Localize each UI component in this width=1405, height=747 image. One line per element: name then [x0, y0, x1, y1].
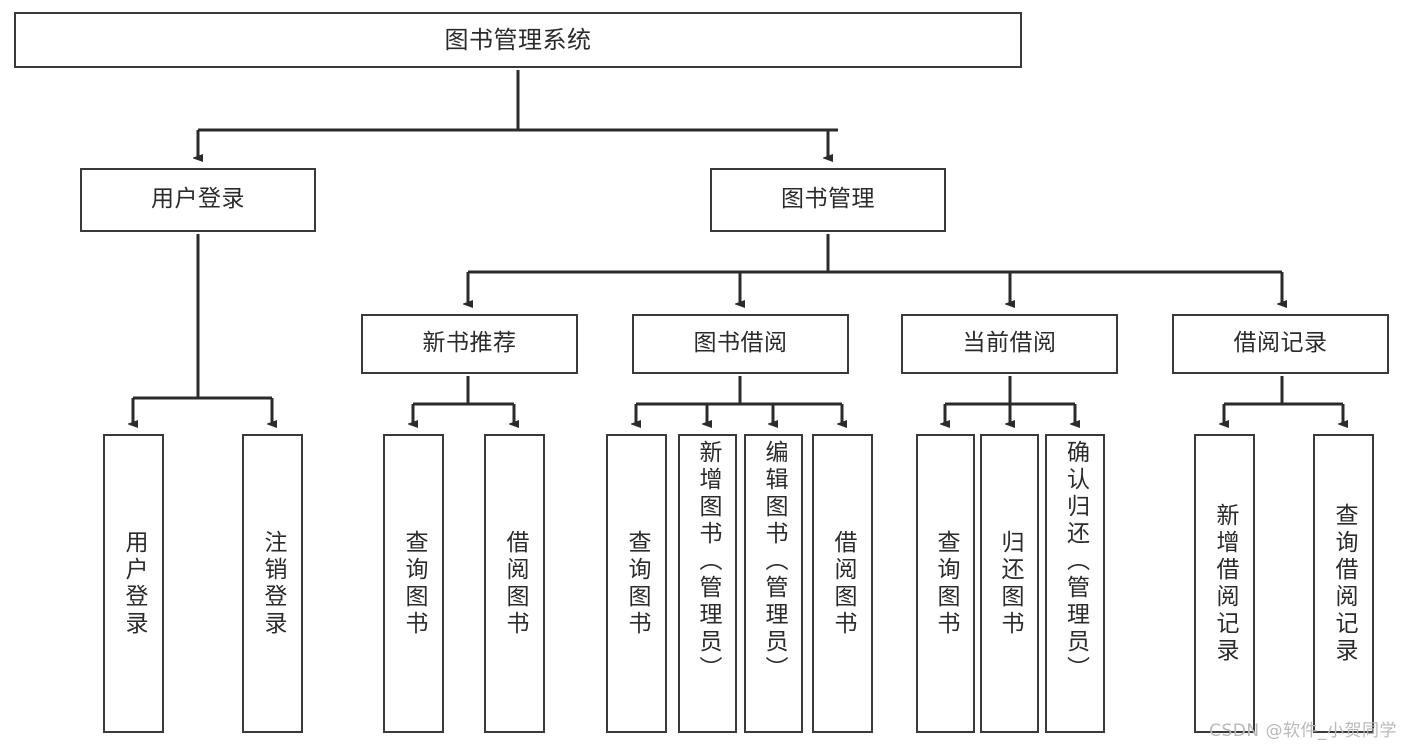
node-label: 借阅图书	[830, 529, 856, 638]
node-label: 确认归还（管理员）	[1062, 440, 1089, 683]
leaf-query-book-borrow[interactable]: 查询图书	[606, 434, 667, 733]
node-book-management[interactable]: 图书管理	[710, 168, 946, 232]
leaf-add-book-admin[interactable]: 新增图书（管理员）	[678, 434, 737, 733]
node-root-system[interactable]: 图书管理系统	[14, 12, 1022, 68]
node-label: 借阅图书	[502, 529, 528, 638]
node-label: 编辑图书（管理员）	[761, 440, 787, 683]
node-label: 用户登录	[121, 529, 147, 638]
node-label: 查询图书	[933, 529, 959, 638]
node-label: 图书管理	[781, 186, 875, 213]
node-label: 新书推荐	[422, 330, 517, 357]
node-book-borrow[interactable]: 图书借阅	[632, 314, 849, 374]
node-user-login[interactable]: 用户登录	[80, 168, 316, 232]
leaf-confirm-return-admin[interactable]: 确认归还（管理员）	[1045, 434, 1105, 733]
node-label: 当前借阅	[962, 330, 1057, 357]
leaf-borrow-book[interactable]: 借阅图书	[812, 434, 873, 733]
node-label: 图书管理系统	[444, 25, 592, 54]
node-label: 新增图书（管理员）	[695, 440, 721, 683]
leaf-user-login[interactable]: 用户登录	[103, 434, 164, 733]
node-label: 归还图书	[997, 529, 1023, 638]
leaf-query-borrow-record[interactable]: 查询借阅记录	[1313, 434, 1374, 733]
leaf-query-book-newbook[interactable]: 查询图书	[383, 434, 444, 733]
leaf-logout-login[interactable]: 注销登录	[242, 434, 303, 733]
node-label: 查询借阅记录	[1331, 502, 1357, 665]
node-new-book-recommend[interactable]: 新书推荐	[361, 314, 578, 374]
watermark-text: CSDN @软件_小贺同学	[1209, 721, 1397, 741]
node-borrow-record[interactable]: 借阅记录	[1172, 314, 1389, 374]
leaf-borrow-book-newbook[interactable]: 借阅图书	[484, 434, 545, 733]
leaf-add-borrow-record[interactable]: 新增借阅记录	[1194, 434, 1255, 733]
node-label: 图书借阅	[693, 330, 788, 357]
leaf-return-book[interactable]: 归还图书	[980, 434, 1039, 733]
node-current-borrow[interactable]: 当前借阅	[901, 314, 1118, 374]
node-label: 注销登录	[260, 529, 286, 638]
node-label: 新增借阅记录	[1212, 502, 1238, 665]
leaf-query-book-current[interactable]: 查询图书	[916, 434, 975, 733]
node-label: 用户登录	[151, 186, 245, 213]
node-label: 借阅记录	[1233, 330, 1328, 357]
node-label: 查询图书	[624, 529, 650, 638]
node-label: 查询图书	[401, 529, 427, 638]
leaf-edit-book-admin[interactable]: 编辑图书（管理员）	[744, 434, 803, 733]
